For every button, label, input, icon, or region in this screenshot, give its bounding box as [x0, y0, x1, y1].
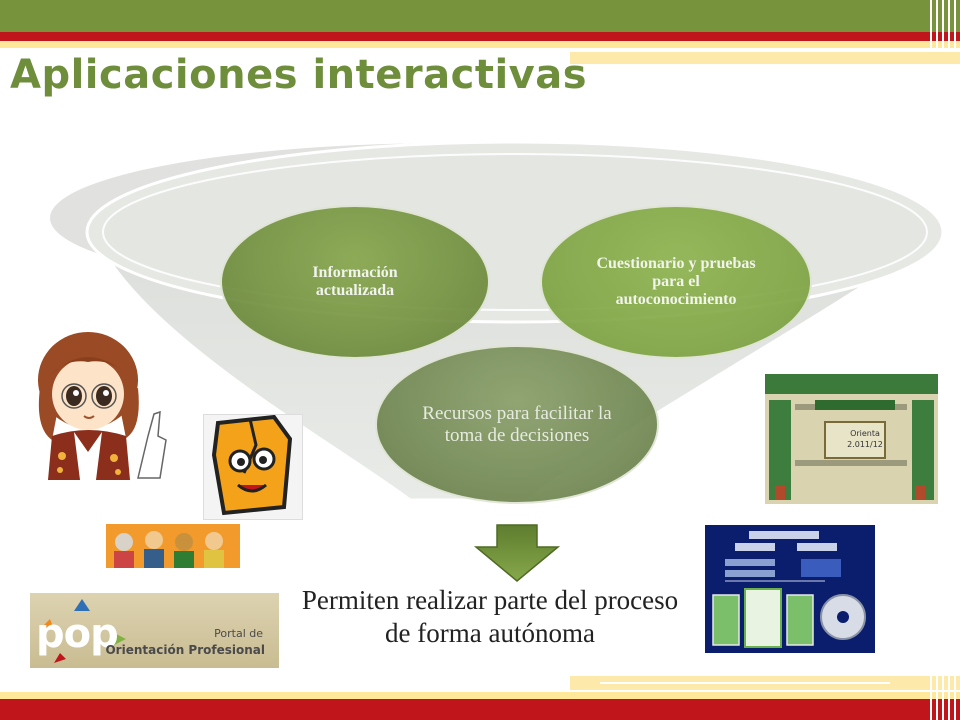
- footer-red-stripe: [0, 699, 960, 720]
- header-white-line: [600, 49, 890, 51]
- game-screenshot-image: Orienta 2.011/12: [765, 374, 938, 504]
- cartoon-group-image: [106, 524, 240, 568]
- cartoon-girl-illustration: [38, 332, 167, 480]
- footer-corner-lines: [930, 670, 960, 720]
- header-yellow-accent: [570, 52, 960, 64]
- header-yellow-stripe: [0, 41, 960, 48]
- circle-recursos-label: Recursos para facilitar la toma de decis…: [422, 402, 612, 446]
- footer-yellow-stripe: [0, 692, 960, 699]
- mascot-character-image: [203, 414, 303, 520]
- footer-white-line: [600, 682, 890, 684]
- header-red-stripe: [0, 32, 960, 41]
- software-screenshot-image: [705, 525, 875, 653]
- header-green-bar: [0, 0, 960, 32]
- pop-portal-line2: Orientación Profesional: [105, 643, 265, 657]
- pop-portal-logo: pop Portal de Orientación Profesional: [30, 593, 279, 668]
- pop-portal-line1: Portal de: [214, 627, 263, 640]
- circle-recursos: Recursos para facilitar la toma de decis…: [375, 345, 659, 504]
- circle-informacion: Información actualizada: [220, 205, 490, 359]
- pop-logo-text: pop: [36, 611, 119, 657]
- circle-informacion-label: Información actualizada: [312, 264, 398, 299]
- down-arrow-icon: [473, 524, 561, 582]
- circle-cuestionario: Cuestionario y pruebas para el autoconoc…: [540, 205, 812, 359]
- diagram-caption: Permiten realizar parte del proceso de f…: [301, 585, 679, 648]
- circle-cuestionario-label: Cuestionario y pruebas para el autoconoc…: [596, 255, 756, 308]
- game-sign-text: Orienta 2.011/12: [847, 429, 883, 449]
- slide-title: Aplicaciones interactivas: [10, 52, 588, 98]
- header-corner-lines: [930, 0, 960, 48]
